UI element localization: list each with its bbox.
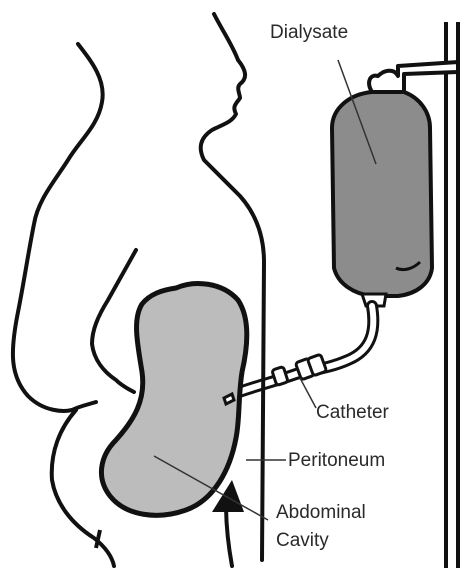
body-back-outline [13, 44, 103, 411]
catheter-connectors [272, 354, 327, 385]
arm-outline [92, 250, 136, 392]
label-cavity: Cavity [276, 530, 329, 551]
front-leg-outline [226, 504, 232, 566]
label-abdominal: Abdominal [276, 502, 366, 523]
dialysis-tube [228, 306, 373, 396]
iv-pole [446, 22, 458, 568]
label-dialysate: Dialysate [270, 22, 348, 43]
label-peritoneum: Peritoneum [288, 450, 385, 471]
label-catheter: Catheter [316, 402, 390, 423]
